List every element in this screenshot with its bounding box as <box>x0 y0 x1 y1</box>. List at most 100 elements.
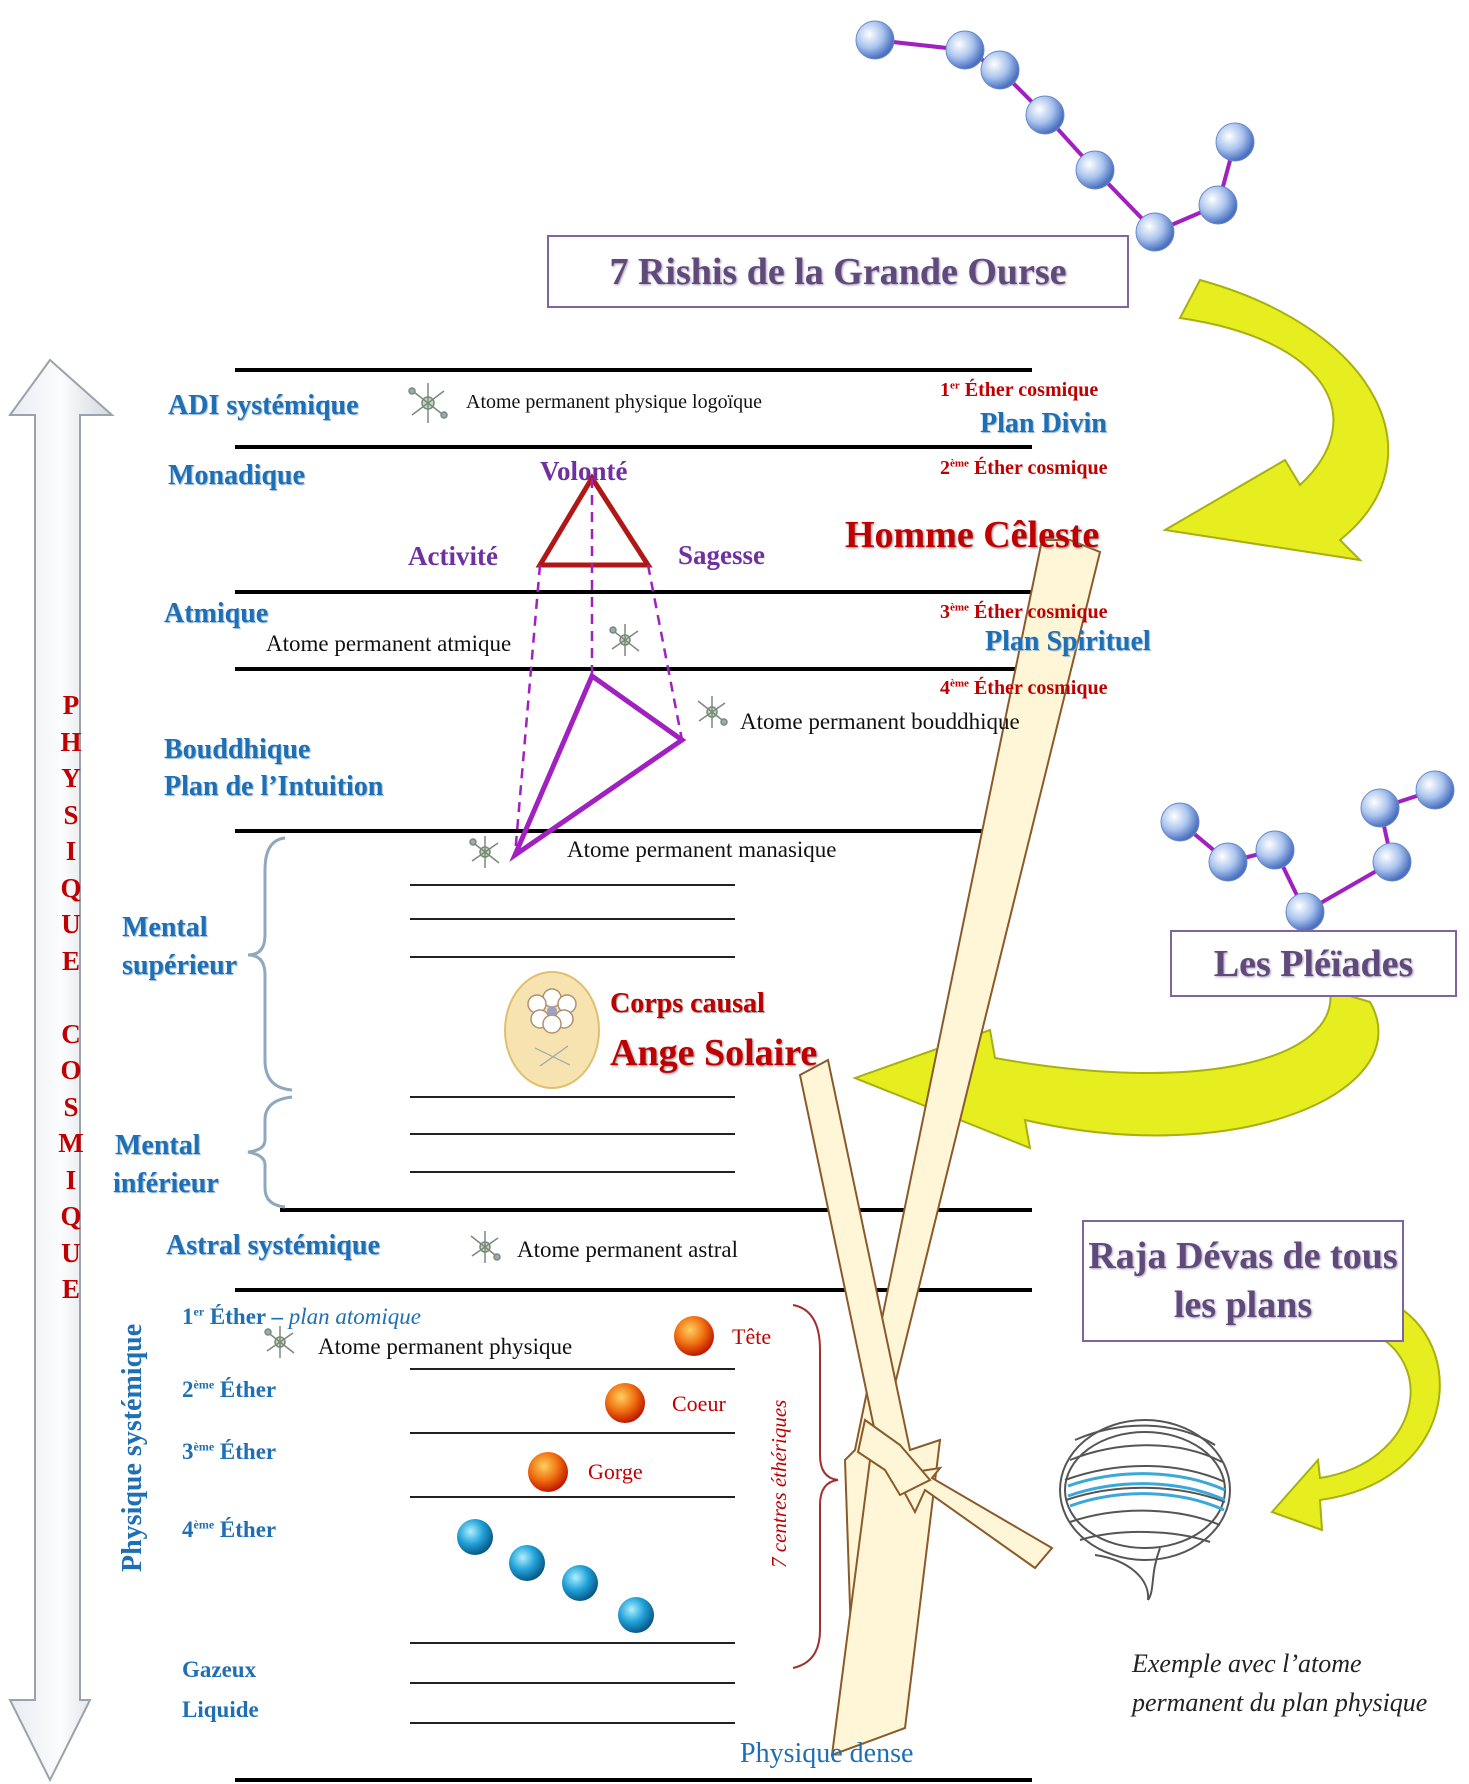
convergence-arrowhead <box>856 1418 932 1497</box>
letter: E <box>61 1274 80 1304</box>
triangle-dashed-links <box>513 478 684 856</box>
lower-chakra-3 <box>562 1565 598 1601</box>
ether-text: Éther – <box>204 1304 289 1329</box>
ether-ordinal: er <box>950 379 960 392</box>
ether-text: Éther cosmique <box>968 677 1108 699</box>
ether-4: 4ème Éther <box>182 1518 276 1541</box>
plane-mental-superieur-1: Mental <box>122 912 208 943</box>
ether-number: 2 <box>182 1377 194 1402</box>
ether-2: 2ème Éther <box>182 1378 276 1401</box>
atome-logoique-label: Atome permanent physique logoïque <box>466 391 763 413</box>
mental-superieur-bracket <box>247 836 293 1092</box>
pleiades-constellation <box>1160 770 1455 932</box>
letter: Y <box>61 763 81 793</box>
buddhic-triangle <box>509 672 687 862</box>
physical-atom-drawing <box>1059 1419 1231 1601</box>
ether-ordinal: ème <box>950 601 969 614</box>
ether-3: 3ème Éther <box>182 1440 276 1463</box>
plane-physique-systemique: Physique systémique <box>117 1323 148 1572</box>
ether-number: 3 <box>182 1439 194 1464</box>
letter: U <box>61 909 81 939</box>
plane-astral: Astral systémique <box>166 1230 380 1261</box>
ether-ordinal: ème <box>193 1377 215 1392</box>
ether-number: 1 <box>940 379 950 401</box>
caption-exemple-atome: Exemple avec l’atome permanent du plan p… <box>1132 1649 1428 1717</box>
letter: S <box>63 1091 79 1122</box>
plane-mental-inferieur-1: Mental <box>115 1130 201 1161</box>
chakra-label-gorge: Gorge <box>588 1459 643 1484</box>
letter: I <box>65 1164 77 1195</box>
centres-ethériques-label: 7 centres éthériques <box>767 1399 791 1568</box>
chakra-label-tete: Tête <box>732 1324 772 1349</box>
ether-number: 4 <box>182 1517 194 1542</box>
letter: S <box>63 799 79 830</box>
ether-ordinal: ème <box>193 1439 215 1454</box>
ether-ordinal: ème <box>950 677 969 690</box>
ether-number: 3 <box>940 601 950 623</box>
raja-devas-curved-arrow <box>1270 1296 1441 1532</box>
lower-chakra-2 <box>509 1545 545 1581</box>
atome-manasique-label: Atome permanent manasique <box>567 837 837 862</box>
triangle-sagesse: Sagesse <box>678 540 765 570</box>
ange-solaire-label: Ange Solaire <box>610 1032 818 1074</box>
ether-cosmique-2: 2ème Éther cosmique <box>940 458 1107 478</box>
throat-chakra <box>528 1452 568 1492</box>
ether-number: 1 <box>182 1304 194 1329</box>
ether-cosmique-4: 4ème Éther cosmique <box>940 678 1107 698</box>
triangle-activite: Activité <box>408 541 498 571</box>
heart-chakra <box>605 1383 645 1423</box>
ether-ordinal: er <box>193 1304 205 1319</box>
ether-1-plan-atomique: 1er Éther – plan atomique <box>182 1305 421 1328</box>
monadic-triangle <box>535 473 653 568</box>
cosmic-double-arrow <box>8 358 115 1783</box>
ether-text: Éther <box>214 1377 277 1402</box>
chakra-label-coeur: Coeur <box>672 1391 726 1416</box>
letter: C <box>61 1018 81 1049</box>
ether-ordinal: ème <box>193 1517 215 1532</box>
atome-atmique-label: Atome permanent atmique <box>266 631 512 656</box>
triangle-volonte: Volonté <box>540 456 628 486</box>
letter: E <box>61 945 80 976</box>
subplane-gazeux: Gazeux <box>182 1657 257 1682</box>
letter: H <box>60 726 82 757</box>
rishis-box: 7 Rishis de la Grande Ourse <box>547 235 1129 308</box>
ether-cosmique-1: 1er Éther cosmique <box>940 380 1098 400</box>
great-bear-constellation <box>855 20 1255 252</box>
ether-text: Éther <box>214 1517 277 1542</box>
ether-text: Éther cosmique <box>959 379 1099 401</box>
rishis-curved-arrow <box>1162 278 1390 562</box>
plan-atomique-text: plan atomique <box>288 1304 421 1329</box>
plane-bouddhique: Bouddhique <box>164 734 311 765</box>
letter: M <box>58 1128 84 1158</box>
plane-intuition: Plan de l’Intuition <box>164 771 384 802</box>
atome-bouddhique-label: Atome permanent bouddhique <box>740 709 1020 734</box>
atome-physique-label: Atome permanent physique <box>318 1334 573 1359</box>
atom-icons <box>264 383 728 1358</box>
plan-spirituel: Plan Spirituel <box>985 626 1151 657</box>
plan-divin: Plan Divin <box>980 408 1107 439</box>
corps-causal-label: Corps causal <box>610 988 765 1019</box>
letter: Q <box>60 1201 82 1231</box>
ether-ordinal: ème <box>950 457 969 470</box>
causal-body-icon <box>504 971 600 1089</box>
letter: Q <box>60 872 82 903</box>
chakra-spheres <box>457 1316 714 1633</box>
lower-chakra-1 <box>457 1519 493 1555</box>
plane-adi: ADI systémique <box>168 390 359 421</box>
subplane-lines <box>410 884 735 1724</box>
letter <box>56 982 86 1019</box>
pleiades-box: Les Pléïades <box>1170 930 1457 997</box>
physique-dense-label: Physique dense <box>740 1738 914 1769</box>
ether-text: Éther <box>214 1439 277 1464</box>
raja-devas-box: Raja Dévas de tous les plans <box>1082 1220 1404 1342</box>
letter: U <box>61 1237 81 1268</box>
plane-monadique: Monadique <box>168 460 305 491</box>
plane-mental-inferieur-2: inférieur <box>113 1168 219 1199</box>
letter: P <box>62 690 80 720</box>
ether-number: 2 <box>940 457 950 479</box>
lower-chakra-4 <box>618 1597 654 1633</box>
head-chakra <box>674 1316 714 1356</box>
ether-cosmique-3: 3ème Éther cosmique <box>940 602 1107 622</box>
ether-number: 4 <box>940 677 950 699</box>
physique-cosmique-vertical-label: P H Y S I Q U E C O S M I Q U E <box>56 690 86 1311</box>
